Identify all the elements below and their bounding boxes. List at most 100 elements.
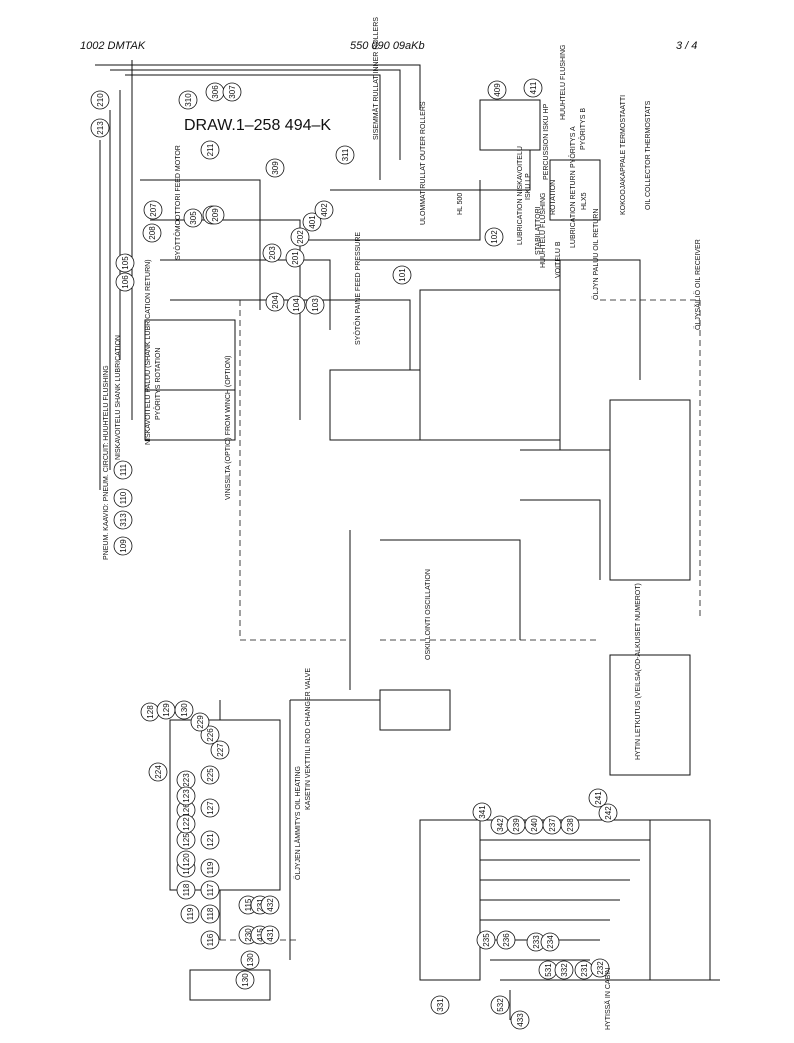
svg-text:401: 401 bbox=[308, 215, 317, 229]
svg-text:306: 306 bbox=[211, 85, 220, 99]
ref-circle-341: 341 bbox=[472, 802, 492, 822]
ref-circle-342: 342 bbox=[490, 815, 510, 835]
svg-text:204: 204 bbox=[271, 295, 280, 309]
label-7: ROTATION bbox=[550, 180, 557, 215]
ref-circle-106: 106 bbox=[115, 272, 135, 292]
ref-circle-125: 125 bbox=[176, 830, 196, 850]
label-27: KASETIN VEKTTIILI ROD CHANGER VALVE bbox=[305, 668, 312, 810]
svg-text:231: 231 bbox=[256, 898, 265, 912]
ref-circle-130: 130 bbox=[240, 950, 260, 970]
svg-text:106: 106 bbox=[121, 275, 130, 289]
ref-circle-203: 203 bbox=[262, 243, 282, 263]
ref-circle-232: 232 bbox=[590, 958, 610, 978]
oil-cooler-block bbox=[609, 399, 691, 581]
ref-circle-211: 211 bbox=[200, 140, 220, 160]
svg-text:305: 305 bbox=[189, 211, 198, 225]
ref-circle-531: 531 bbox=[538, 960, 558, 980]
ref-circle-129: 129 bbox=[156, 700, 176, 720]
svg-text:211: 211 bbox=[206, 143, 215, 156]
ref-circle-432: 432 bbox=[260, 895, 280, 915]
ref-circle-225: 225 bbox=[200, 765, 220, 785]
svg-text:126: 126 bbox=[182, 803, 191, 817]
svg-text:239: 239 bbox=[512, 818, 521, 832]
header-doc-id: 1002 DMTAK bbox=[80, 40, 146, 52]
svg-text:103: 103 bbox=[311, 298, 320, 312]
ref-circle-226: 226 bbox=[200, 725, 220, 745]
svg-text:116: 116 bbox=[206, 933, 215, 946]
svg-text:331: 331 bbox=[436, 998, 445, 1012]
ref-circle-103: 103 bbox=[305, 295, 325, 315]
ref-circle-102: 102 bbox=[484, 227, 504, 247]
svg-text:532: 532 bbox=[496, 998, 505, 1012]
ref-circle-116: 116 bbox=[200, 930, 220, 950]
ref-circle-123: 123 bbox=[176, 786, 196, 806]
svg-text:120: 120 bbox=[182, 853, 191, 867]
label-4: PYÖRITYS A bbox=[569, 126, 577, 168]
svg-text:123: 123 bbox=[182, 789, 191, 803]
svg-text:341: 341 bbox=[478, 805, 487, 819]
svg-text:210: 210 bbox=[96, 93, 105, 107]
ref-circle-119: 119 bbox=[200, 858, 220, 878]
svg-text:332: 332 bbox=[560, 963, 569, 977]
svg-text:225: 225 bbox=[206, 768, 215, 782]
ref-circle-331: 331 bbox=[430, 995, 450, 1015]
svg-text:104: 104 bbox=[292, 298, 301, 312]
svg-text:201: 201 bbox=[291, 251, 300, 265]
ref-circle-119: 119 bbox=[180, 904, 200, 924]
label-16: OIL COLLECTOR THERMOSTATS bbox=[645, 100, 652, 210]
svg-text:309: 309 bbox=[271, 161, 280, 175]
svg-text:213: 213 bbox=[96, 121, 105, 135]
label-20: SYÖTTÖMOOTTORI FEED MOTOR bbox=[174, 145, 182, 260]
svg-text:111: 111 bbox=[119, 463, 128, 476]
label-28: ÖLJYJEN LÄMMITYS OIL HEATING bbox=[294, 766, 302, 880]
ref-circle-307: 307 bbox=[222, 82, 242, 102]
ref-circle-532: 532 bbox=[490, 995, 510, 1015]
label-9: STABILATTORI bbox=[535, 206, 542, 255]
cabin-valve-bank bbox=[419, 819, 481, 981]
svg-text:402: 402 bbox=[320, 203, 329, 217]
ref-circle-118: 118 bbox=[176, 880, 196, 900]
valve-block-feed bbox=[329, 369, 421, 441]
ref-circle-118: 118 bbox=[200, 904, 220, 924]
ref-circle-122: 122 bbox=[176, 814, 196, 834]
svg-text:101: 101 bbox=[398, 268, 407, 282]
ref-circle-235: 235 bbox=[476, 930, 496, 950]
ref-circle-121: 121 bbox=[200, 830, 220, 850]
svg-text:209: 209 bbox=[211, 208, 220, 222]
ref-circle-431: 431 bbox=[260, 925, 280, 945]
svg-text:202: 202 bbox=[296, 230, 305, 244]
svg-text:415: 415 bbox=[256, 928, 265, 942]
label-23: NISKAVOITELU SHANK LUBRICATION bbox=[115, 335, 122, 460]
ref-circle-411: 411 bbox=[523, 78, 543, 98]
svg-text:109: 109 bbox=[119, 539, 128, 553]
svg-text:119: 119 bbox=[206, 861, 215, 874]
ref-circle-209: 209 bbox=[205, 205, 225, 225]
label-3: PYÖRITYS B bbox=[579, 108, 587, 150]
label-14: HLX5 bbox=[581, 192, 588, 210]
valve-block-rotation bbox=[144, 319, 236, 391]
svg-text:118: 118 bbox=[206, 907, 215, 920]
label-2: HUUHTELU FLUSHING bbox=[560, 45, 567, 120]
svg-text:208: 208 bbox=[148, 226, 157, 240]
cabin-control-bank bbox=[649, 819, 711, 981]
svg-text:238: 238 bbox=[566, 818, 575, 832]
svg-text:105: 105 bbox=[121, 256, 130, 270]
ref-circle-201: 201 bbox=[285, 248, 305, 268]
label-21: PYÖRITYS ROTATION bbox=[154, 348, 162, 420]
ref-circle-130: 130 bbox=[235, 970, 255, 990]
svg-text:229: 229 bbox=[196, 715, 205, 729]
reference-circles: 2102133103063074094112113093112092072083… bbox=[90, 78, 618, 1030]
rock-drill bbox=[549, 159, 601, 221]
ref-circle-110: 110 bbox=[113, 488, 133, 508]
ref-circle-236: 236 bbox=[496, 930, 516, 950]
svg-text:110: 110 bbox=[119, 491, 128, 504]
ref-circle-208: 208 bbox=[142, 223, 162, 243]
ref-circle-227: 227 bbox=[210, 740, 230, 760]
svg-text:235: 235 bbox=[482, 933, 491, 947]
svg-text:223: 223 bbox=[182, 773, 191, 787]
svg-text:230: 230 bbox=[244, 928, 253, 942]
ref-circle-402: 402 bbox=[314, 200, 334, 220]
table-box bbox=[609, 654, 691, 776]
